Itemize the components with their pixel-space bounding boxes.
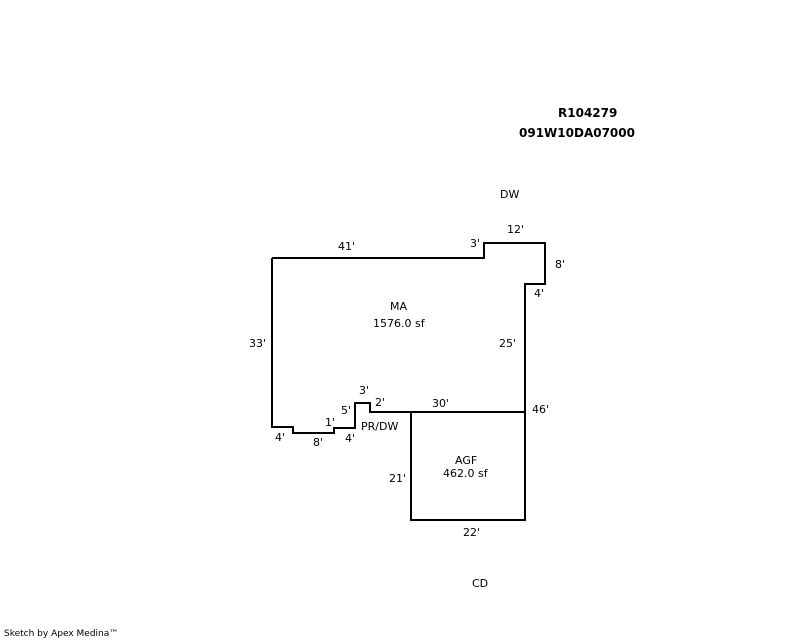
dim-right-upper: 8' — [555, 258, 565, 271]
dim-top-left: 41' — [338, 240, 355, 253]
dim-garage-bottom: 22' — [463, 526, 480, 539]
dim-top-right: 12' — [507, 223, 524, 236]
dim-bottom-8: 8' — [313, 436, 323, 449]
porch-code: PR/DW — [361, 420, 398, 433]
dim-notch: 4' — [534, 287, 544, 300]
dim-porch-3: 3' — [359, 384, 369, 397]
dim-porch-5: 5' — [341, 404, 351, 417]
main-area-outline — [271, 242, 546, 434]
dim-left: 33' — [249, 337, 266, 350]
dim-bottom-4b: 4' — [345, 432, 355, 445]
garage-outline — [410, 411, 526, 521]
dim-porch-1: 1' — [325, 416, 335, 429]
footer-credit: Sketch by Apex Medina™ — [4, 629, 118, 639]
dim-porch-2: 2' — [375, 396, 385, 409]
garage-size: 462.0 sf — [443, 467, 489, 480]
dim-step-top: 3' — [470, 237, 480, 250]
main-area-code: MA — [390, 300, 407, 313]
parcel-id: R104279 — [558, 106, 617, 120]
dim-right-total: 46' — [532, 403, 549, 416]
label-cd: CD — [472, 577, 488, 590]
garage-code: AGF — [455, 454, 477, 467]
main-area-size: 1576.0 sf — [373, 317, 426, 330]
dim-right-main: 25' — [499, 337, 516, 350]
dim-garage-left: 21' — [389, 472, 406, 485]
dim-bottom-4a: 4' — [275, 431, 285, 444]
map-number: 091W10DA07000 — [519, 126, 635, 140]
dim-inner: 30' — [432, 397, 449, 410]
label-dw: DW — [500, 188, 519, 201]
